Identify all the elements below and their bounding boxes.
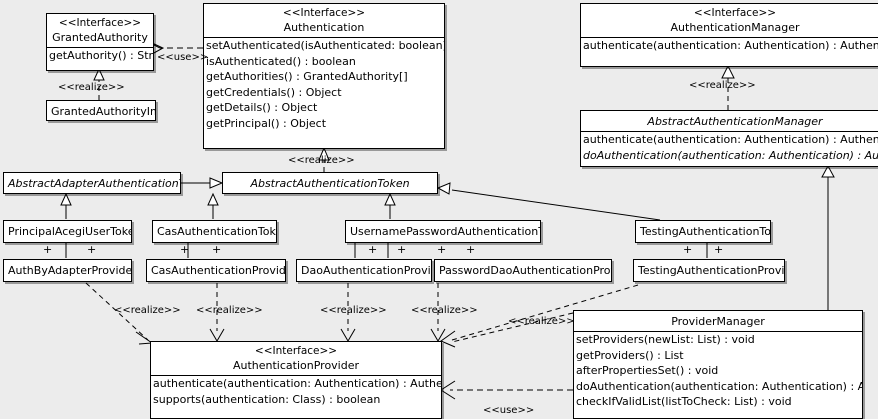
class-name: AbstractAdapterAuthenticationToken	[8, 177, 180, 190]
class-abstract-authentication-manager[interactable]: AbstractAuthenticationManager authentica…	[580, 110, 878, 167]
class-name: CasAuthenticationToken	[157, 225, 277, 238]
class-authentication-provider[interactable]: <<Interface>> AuthenticationProvider aut…	[150, 341, 442, 419]
class-name: AuthenticationProvider	[232, 359, 360, 372]
operation: authenticate(authentication: Authenticat…	[583, 133, 878, 146]
class-name: CasAuthenticationProvider	[151, 264, 286, 277]
class-testing-authentication-token[interactable]: TestingAuthenticationToken	[635, 220, 771, 243]
class-principal-acegi-user-token[interactable]: PrincipalAcegiUserToken	[3, 220, 132, 243]
class-granted-authority[interactable]: <<Interface>> GrantedAuthority getAuthor…	[46, 13, 154, 71]
operation: setProviders(newList: List) : void	[576, 333, 755, 346]
edge-label-realize-auth-by-adapter: <<realize>>	[114, 305, 181, 316]
association-marker: +	[437, 243, 447, 256]
class-provider-manager[interactable]: ProviderManager setProviders(newList: Li…	[573, 310, 863, 419]
association-marker: +	[180, 243, 190, 256]
association-marker: +	[87, 243, 97, 256]
class-name: UsernamePasswordAuthenticationToken	[350, 225, 540, 238]
operation: getDetails() : Object	[206, 101, 318, 114]
operation: getPrincipal() : Object	[206, 116, 327, 130]
class-name: AbstractAuthenticationManager	[647, 115, 823, 128]
class-name: TestingAuthenticationToken	[640, 225, 771, 238]
stereotype-interface: <<Interface>>	[282, 7, 366, 19]
divider	[151, 375, 441, 376]
operation: isAuthenticated() : boolean	[206, 54, 356, 68]
class-cas-authentication-provider[interactable]: CasAuthenticationProvider	[146, 259, 286, 282]
class-cas-authentication-token[interactable]: CasAuthenticationToken	[152, 220, 277, 243]
stereotype-interface: <<Interface>>	[254, 345, 338, 357]
edge-label-use-provider-manager: <<use>>	[483, 405, 535, 416]
class-authentication-manager[interactable]: <<Interface>> AuthenticationManager auth…	[580, 3, 878, 67]
stereotype-interface: <<Interface>>	[58, 17, 142, 29]
stereotype-interface: <<Interface>>	[693, 7, 777, 19]
operation: getCredentials() : Object	[206, 85, 342, 99]
operation: setAuthenticated(isAuthenticated: boolea…	[206, 39, 445, 52]
class-testing-authentication-provider[interactable]: TestingAuthenticationProvider	[633, 259, 785, 282]
edge-label-realize-abstract-manager: <<realize>>	[689, 80, 756, 91]
class-name: AbstractAuthenticationToken	[250, 177, 410, 190]
operation: checkIfValidList(listToCheck: List) : vo…	[576, 395, 792, 408]
edge-label-realize-dao-provider: <<realize>>	[320, 305, 387, 316]
operation: getAuthority() : String	[49, 49, 154, 62]
class-password-dao-authentication-provider[interactable]: PasswordDaoAuthenticationProvider	[434, 259, 612, 282]
edge-label-realize-provider-manager: <<realize>>	[508, 316, 575, 327]
class-name: PasswordDaoAuthenticationProvider	[439, 264, 611, 277]
edge-label-realize-authentication-token: <<realize>>	[288, 155, 355, 166]
operation: getAuthorities() : GrantedAuthority[]	[206, 70, 408, 83]
class-name: PrincipalAcegiUserToken	[8, 225, 132, 238]
class-name: TestingAuthenticationProvider	[638, 264, 785, 277]
association-marker: +	[43, 243, 53, 256]
class-authentication[interactable]: <<Interface>> Authentication setAuthenti…	[203, 3, 445, 149]
class-name: AuthenticationManager	[670, 21, 800, 34]
class-auth-by-adapter-provider[interactable]: AuthByAdapterProvider	[3, 259, 132, 282]
operation: doAuthentication(authentication: Authent…	[576, 379, 862, 393]
association-marker: +	[397, 243, 407, 256]
operation-abstract: doAuthentication(authentication: Authent…	[583, 148, 878, 162]
class-abstract-adapter-authentication-token[interactable]: AbstractAdapterAuthenticationToken	[3, 172, 181, 194]
divider	[204, 37, 444, 38]
class-dao-authentication-provider[interactable]: DaoAuthenticationProvider	[296, 259, 432, 282]
operation: authenticate(authentication: Authenticat…	[583, 39, 878, 52]
divider	[574, 331, 862, 332]
association-marker: +	[683, 243, 693, 256]
association-marker: +	[466, 243, 476, 256]
edge-label-realize-password-dao-provider: <<realize>>	[411, 305, 478, 316]
edge-label-realize-cas-provider: <<realize>>	[196, 305, 263, 316]
association-marker: +	[368, 243, 378, 256]
operation: supports(authentication: Class) : boolea…	[153, 392, 381, 406]
class-name: Authentication	[283, 21, 365, 34]
operation: afterPropertiesSet() : void	[576, 364, 719, 377]
divider	[47, 47, 153, 48]
operation: getProviders() : List	[576, 348, 684, 362]
operation: authenticate(authentication: Authenticat…	[153, 377, 442, 390]
association-marker: +	[212, 243, 222, 256]
edge-label-realize-granted-authority-impl: <<realize>>	[58, 82, 125, 93]
association-marker: +	[714, 243, 724, 256]
class-granted-authority-impl[interactable]: GrantedAuthorityImpl	[46, 100, 156, 121]
divider	[581, 37, 878, 38]
class-name: ProviderManager	[671, 315, 765, 328]
class-name: AuthByAdapterProvider	[8, 264, 132, 277]
class-name: GrantedAuthorityImpl	[51, 105, 155, 118]
class-username-password-authentication-token[interactable]: UsernamePasswordAuthenticationToken	[345, 220, 541, 243]
class-abstract-authentication-token[interactable]: AbstractAuthenticationToken	[222, 172, 438, 194]
class-name: GrantedAuthority	[52, 31, 148, 44]
edge-label-use-authentication: <<use>>	[157, 52, 209, 63]
class-name: DaoAuthenticationProvider	[301, 264, 431, 277]
divider	[581, 131, 878, 132]
